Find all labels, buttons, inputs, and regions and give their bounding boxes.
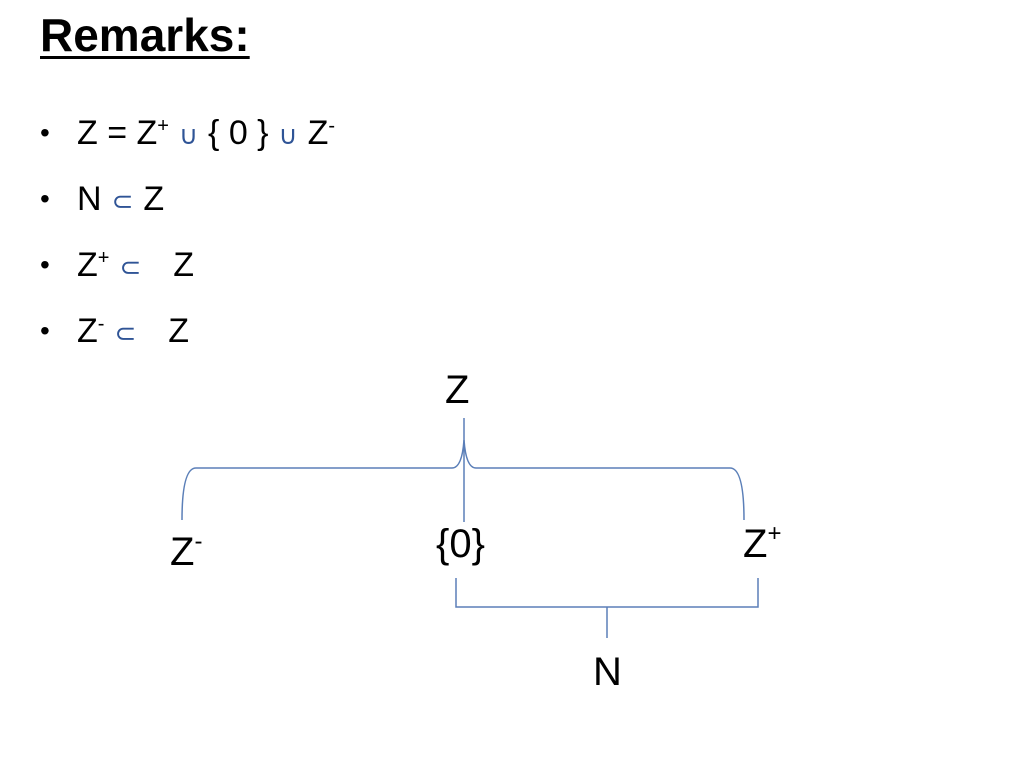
- bullet-dot: •: [40, 249, 50, 280]
- subset-icon: ⊂: [111, 186, 134, 216]
- expr-term: Z = Z: [77, 114, 158, 152]
- list-item: • N ⊂ Z: [40, 174, 335, 240]
- bullet-dot: •: [40, 117, 50, 148]
- node-z-negative: Z-: [170, 528, 203, 574]
- list-item: • Z+⊂Z: [40, 240, 335, 306]
- union-icon: ∪: [278, 120, 298, 150]
- node-n: N: [593, 650, 622, 694]
- node-z: Z: [445, 368, 470, 412]
- bottom-bracket: [455, 578, 759, 608]
- expr-term: Z: [168, 312, 190, 350]
- expr-term: Z: [173, 246, 195, 284]
- subset-icon: ⊂: [119, 252, 142, 282]
- superscript: -: [328, 115, 336, 137]
- expr-term: Z: [77, 246, 98, 284]
- expr-term: { 0 }: [208, 114, 269, 152]
- subset-icon: ⊂: [114, 318, 137, 348]
- list-item: • Z = Z+ ∪ { 0 } ∪ Z-: [40, 108, 335, 174]
- expr-term: Z: [143, 180, 165, 218]
- node-z-positive: Z+: [743, 520, 782, 566]
- expr-term: Z: [307, 114, 329, 152]
- remarks-list: • Z = Z+∪{ 0 }∪Z- • N⊂Z • Z+⊂Z • Z-⊂Z: [40, 108, 335, 372]
- node-zero: {0}: [436, 522, 485, 566]
- expr-term: Z: [77, 312, 98, 350]
- expr-term: N: [77, 180, 102, 218]
- list-item: • Z-⊂Z: [40, 306, 335, 372]
- union-icon: ∪: [178, 120, 199, 150]
- bullet-dot: •: [40, 183, 50, 214]
- superscript: -: [97, 313, 105, 335]
- superscript: +: [97, 247, 110, 269]
- page-title: Remarks:: [40, 9, 250, 61]
- superscript: +: [157, 115, 169, 137]
- bullet-dot: •: [40, 315, 50, 346]
- top-brace: [181, 418, 745, 521]
